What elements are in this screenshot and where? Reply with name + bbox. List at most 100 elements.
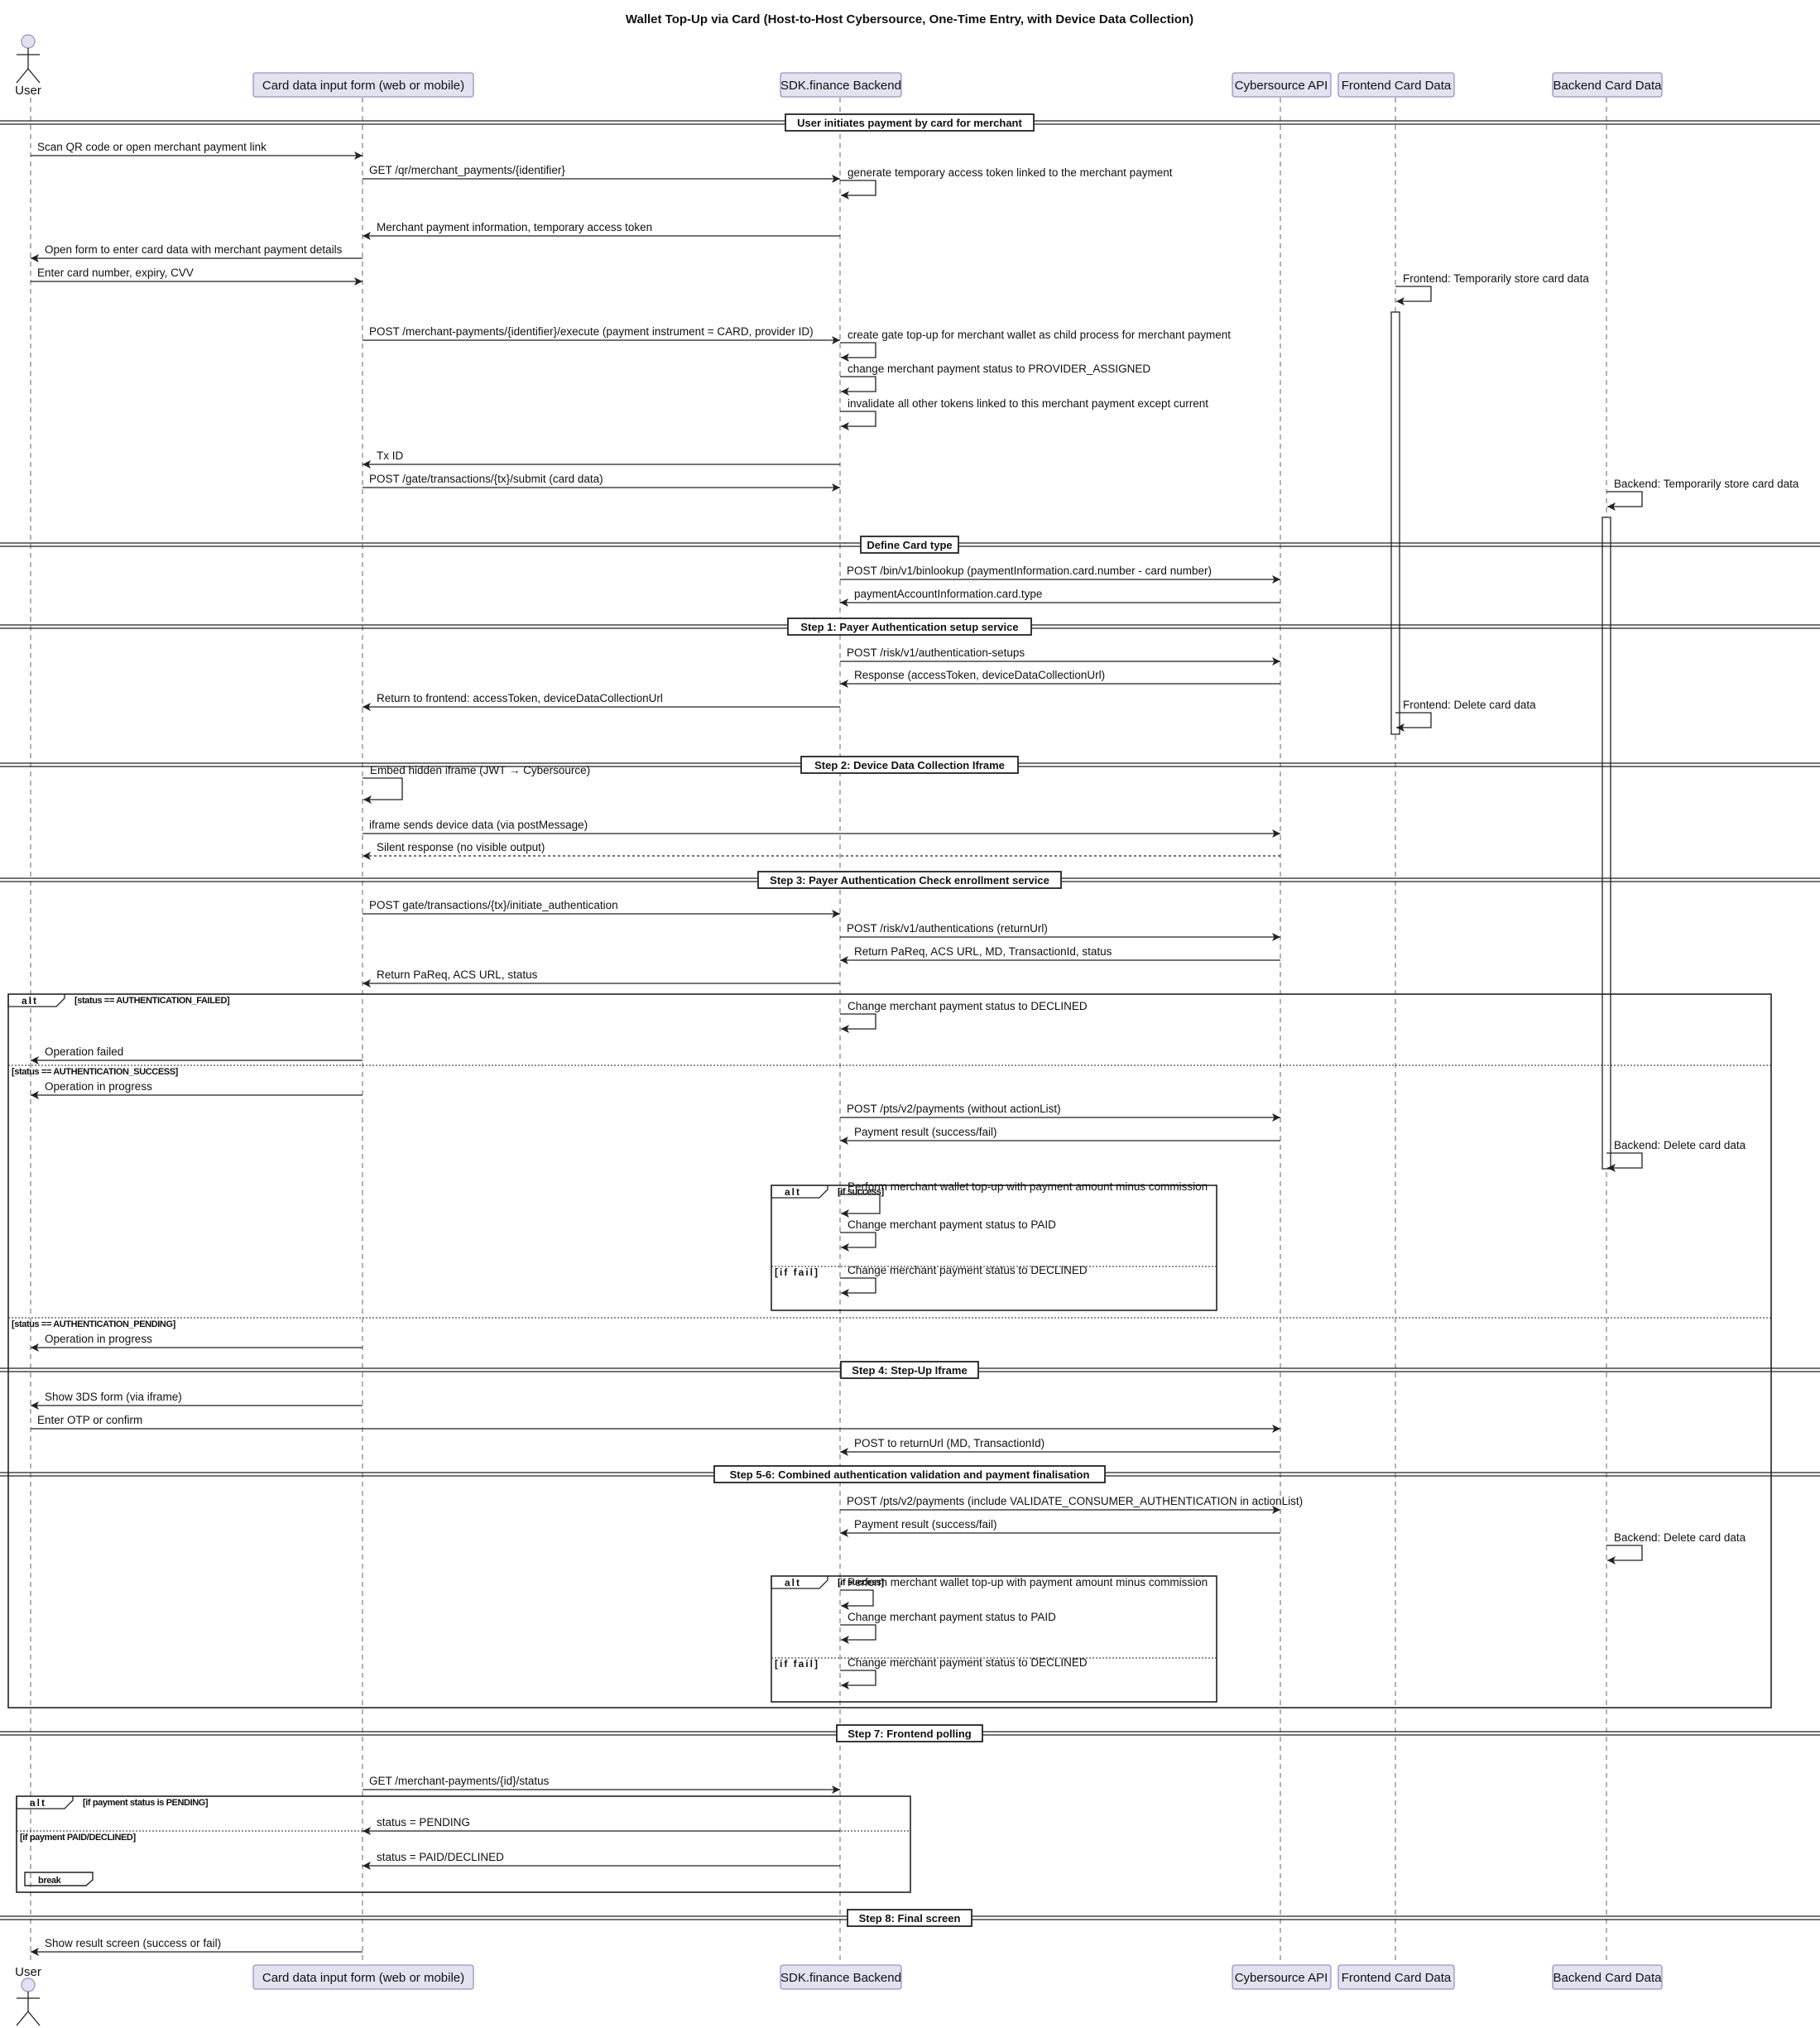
message-label: Return PaReq, ACS URL, status (377, 968, 538, 981)
message-label: change merchant payment status to PROVID… (848, 363, 1150, 375)
message: Change merchant payment status to DECLIN… (840, 1264, 1088, 1297)
message-label: GET /qr/merchant_payments/{identifier} (369, 164, 565, 176)
message-label: POST /pts/v2/payments (include VALIDATE_… (847, 1495, 1303, 1507)
message: Scan QR code or open merchant payment li… (31, 141, 363, 160)
divider: Step 4: Step-Up Iframe (0, 1361, 1820, 1379)
message-label: Change merchant payment status to PAID (848, 1611, 1056, 1623)
break-box (24, 1872, 94, 1886)
lifelines (30, 98, 1607, 1964)
message: Backend: Delete card data (1606, 1139, 1746, 1172)
message: Enter OTP or confirm (31, 1414, 1280, 1433)
message-label: Payment result (success/fail) (854, 1126, 997, 1138)
message-label: generate temporary access token linked t… (848, 166, 1173, 179)
message-label: Perform merchant wallet top-up with paym… (848, 1576, 1208, 1588)
message-label: Perform merchant wallet top-up with paym… (848, 1180, 1208, 1193)
message-label: paymentAccountInformation.card.type (854, 588, 1042, 600)
guard-auth-failed: [status == AUTHENTICATION_FAILED] (74, 996, 230, 1006)
divider-label: Step 3: Payer Authentication Check enrol… (770, 874, 1049, 887)
message-label: Enter OTP or confirm (37, 1414, 142, 1426)
participant-frontend-data-box (1337, 72, 1455, 98)
alt-frame-authentication-tab (7, 994, 65, 1007)
message: GET /merchant-payments/{id}/status (363, 1775, 840, 1794)
message-label: Open form to enter card data with mercha… (45, 243, 343, 256)
participant-cybersource-label-bottom: Cybersource API (1235, 1971, 1328, 1985)
message: POST gate/transactions/{tx}/initiate_aut… (363, 899, 840, 918)
participant-cybersource-box (1232, 72, 1332, 98)
divider: Define Card type (0, 536, 1820, 554)
message-label: Return to frontend: accessToken, deviceD… (377, 692, 663, 704)
message-label: create gate top-up for merchant wallet a… (848, 329, 1231, 341)
message-label: Operation in progress (45, 1080, 152, 1093)
message: POST /pts/v2/payments (include VALIDATE_… (840, 1495, 1303, 1514)
divider: Step 8: Final screen (0, 1909, 1820, 1927)
guard-auth-pending: [status == AUTHENTICATION_PENDING] (12, 1319, 176, 1329)
message: Open form to enter card data with mercha… (31, 243, 363, 262)
participant-user-label-bottom: User (15, 1965, 41, 1979)
message: invalidate all other tokens linked to th… (840, 397, 1208, 430)
message: Backend: Temporarily store card data (1606, 478, 1799, 511)
message-label: Backend: Delete card data (1614, 1139, 1746, 1151)
participants-top: User Card data input form (web or mobile… (15, 34, 1663, 98)
message: Enter card number, expiry, CVV (31, 267, 363, 286)
message: Merchant payment information, temporary … (363, 221, 840, 240)
message-label: Show result screen (success or fail) (45, 1937, 221, 1949)
message-label: POST to returnUrl (MD, TransactionId) (854, 1437, 1044, 1449)
message: Silent response (no visible output) (363, 841, 1280, 860)
participant-cybersource-box-bottom (1232, 1964, 1332, 1990)
divider: Step 5-6: Combined authentication valida… (0, 1465, 1820, 1483)
participant-form-box-bottom (252, 1964, 474, 1990)
message: Payment result (success/fail) (840, 1518, 1280, 1537)
message-label: Silent response (no visible output) (377, 841, 545, 853)
divider: Step 1: Payer Authentication setup servi… (0, 618, 1820, 636)
message: POST /risk/v1/authentication-setups (840, 646, 1280, 666)
message-label: POST gate/transactions/{tx}/initiate_aut… (369, 899, 618, 911)
guard-if-paid-declined: [if payment PAID/DECLINED] (20, 1833, 136, 1843)
guard-if-pending: [if payment status is PENDING] (83, 1798, 209, 1808)
dividers: User initiates payment by card for merch… (0, 113, 1820, 1927)
message-label: Enter card number, expiry, CVV (37, 267, 194, 279)
message: Backend: Delete card data (1606, 1531, 1746, 1564)
message-label: invalidate all other tokens linked to th… (848, 397, 1208, 410)
divider: Step 2: Device Data Collection Iframe (0, 756, 1820, 774)
message: POST /gate/transactions/{tx}/submit (car… (363, 473, 840, 492)
participants-bottom: User Card data input form (web or mobile… (15, 1964, 1663, 2026)
activation-backend-card-data (1602, 517, 1611, 1170)
participant-backend-data-box-bottom (1552, 1964, 1663, 1990)
message: Return to frontend: accessToken, deviceD… (363, 692, 840, 711)
message-label: iframe sends device data (via postMessag… (369, 819, 588, 831)
participant-backend-box-bottom (780, 1964, 902, 1990)
message: Show result screen (success or fail) (31, 1937, 363, 1956)
participant-frontend-data-label-bottom: Frontend Card Data (1342, 1971, 1452, 1985)
message-label: Return PaReq, ACS URL, MD, TransactionId… (854, 945, 1112, 958)
message-label: Frontend: Delete card data (1403, 699, 1536, 711)
guard-if-success-2: [if success] (838, 1578, 884, 1588)
message: Return PaReq, ACS URL, status (363, 968, 840, 988)
divider-label: Step 2: Device Data Collection Iframe (814, 759, 1005, 771)
alt-frame-payment-result-1-tab (771, 1185, 828, 1199)
message: POST /bin/v1/binlookup (paymentInformati… (840, 565, 1280, 584)
activation-frontend-card-data (1390, 311, 1400, 735)
message: Frontend: Delete card data (1395, 699, 1536, 732)
message-label: Embed hidden iframe (JWT → Cybersource) (370, 764, 590, 776)
diagram-title: Wallet Top-Up via Card (Host-to-Host Cyb… (626, 12, 1193, 26)
divider-label: Step 8: Final screen (859, 1912, 961, 1925)
participant-form-box (252, 72, 474, 98)
participant-backend-data-label-bottom: Backend Card Data (1553, 1971, 1663, 1985)
message: POST /pts/v2/payments (without actionLis… (840, 1103, 1280, 1122)
message: Change merchant payment status to PAID (840, 1611, 1056, 1644)
divider: User initiates payment by card for merch… (0, 113, 1820, 132)
actor-user-top (16, 34, 41, 84)
message: Return PaReq, ACS URL, MD, TransactionId… (840, 945, 1280, 964)
message: iframe sends device data (via postMessag… (363, 819, 1280, 838)
message: paymentAccountInformation.card.type (840, 588, 1280, 607)
message: Change merchant payment status to DECLIN… (840, 1656, 1088, 1689)
alt-frame-polling (16, 1795, 911, 1893)
message-label: Show 3DS form (via iframe) (45, 1391, 182, 1403)
message-label: Operation failed (45, 1045, 123, 1058)
message: Change merchant payment status to DECLIN… (840, 1000, 1088, 1033)
divider-label: Step 4: Step-Up Iframe (852, 1364, 967, 1377)
fragment-labels: alt [status == AUTHENTICATION_FAILED] [s… (12, 995, 885, 1886)
message: status = PAID/DECLINED (363, 1851, 840, 1870)
participant-user-label: User (15, 84, 41, 98)
